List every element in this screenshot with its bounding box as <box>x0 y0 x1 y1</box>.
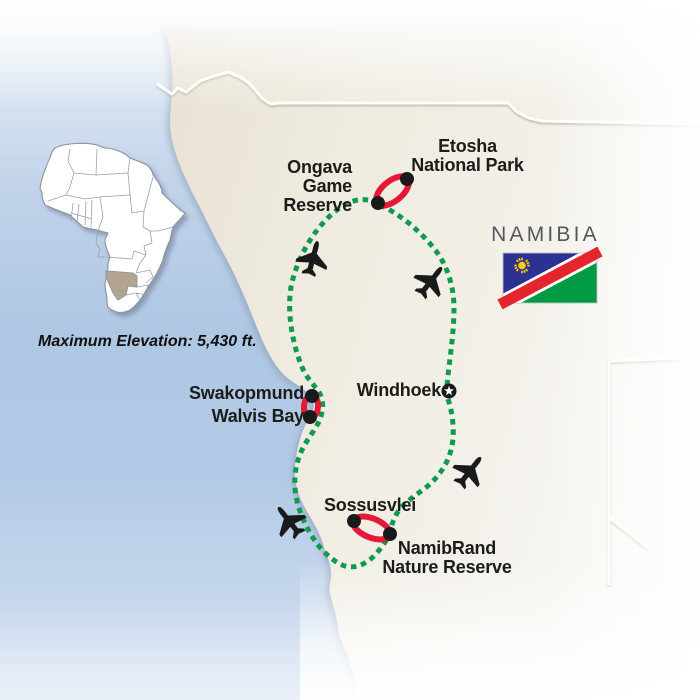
label-sossusvlei: Sossusvlei <box>324 495 417 515</box>
namibrand-line2: Nature Reserve <box>382 557 512 577</box>
flag-red-band <box>497 246 603 310</box>
namibrand-line1: NamibRand <box>397 538 497 558</box>
max-elevation-note: Maximum Elevation: 5,430 ft. <box>38 333 257 350</box>
ongava-line2: Game Reserve <box>283 176 352 215</box>
route-stop-dot-sossusvlei <box>347 514 361 528</box>
route-stop-dot-namibrand <box>383 527 397 541</box>
ongava-line1: Ongava <box>287 157 352 177</box>
flag-sun-icon <box>514 257 530 274</box>
flag-green-triangle <box>521 262 597 303</box>
namibia-flag <box>497 246 603 310</box>
tour-route <box>287 197 457 570</box>
label-windhoek: Windhoek <box>356 380 441 400</box>
label-swakopmund: Swakopmund <box>188 383 304 403</box>
inset-namibia-highlight <box>105 270 138 301</box>
route-stop-dot-etosha <box>400 172 414 186</box>
airplane-icon <box>452 456 482 490</box>
route-stop-dot-ongava <box>371 196 385 210</box>
africa-inset-map <box>39 142 186 313</box>
label-walvis-bay: Walvis Bay <box>211 406 305 426</box>
route-stop-dot-walvis-bay <box>303 410 317 424</box>
airplane-icon <box>413 266 443 300</box>
route-stop-dots <box>303 172 414 541</box>
label-etosha-national-park: Etosha National Park <box>400 137 535 175</box>
route-east-leg <box>378 202 457 387</box>
route-west-leg <box>287 197 393 570</box>
africa-country-borders <box>47 148 174 301</box>
label-ongava-game-reserve: Ongava Game Reserve <box>235 158 352 215</box>
capital-star-icon <box>441 383 457 399</box>
route-south-leg <box>388 398 456 532</box>
airplane-icon <box>295 241 328 278</box>
etosha-line1: Etosha <box>438 136 497 156</box>
bottom-fade <box>0 600 700 700</box>
airplane-icon <box>277 506 307 540</box>
route-stop-dot-swakopmund <box>305 389 319 403</box>
label-country-namibia: NAMIBIA <box>491 223 600 246</box>
etosha-line2: National Park <box>411 155 524 175</box>
label-namibrand-nature-reserve: NamibRand Nature Reserve <box>376 539 518 577</box>
air-segments <box>277 241 482 540</box>
